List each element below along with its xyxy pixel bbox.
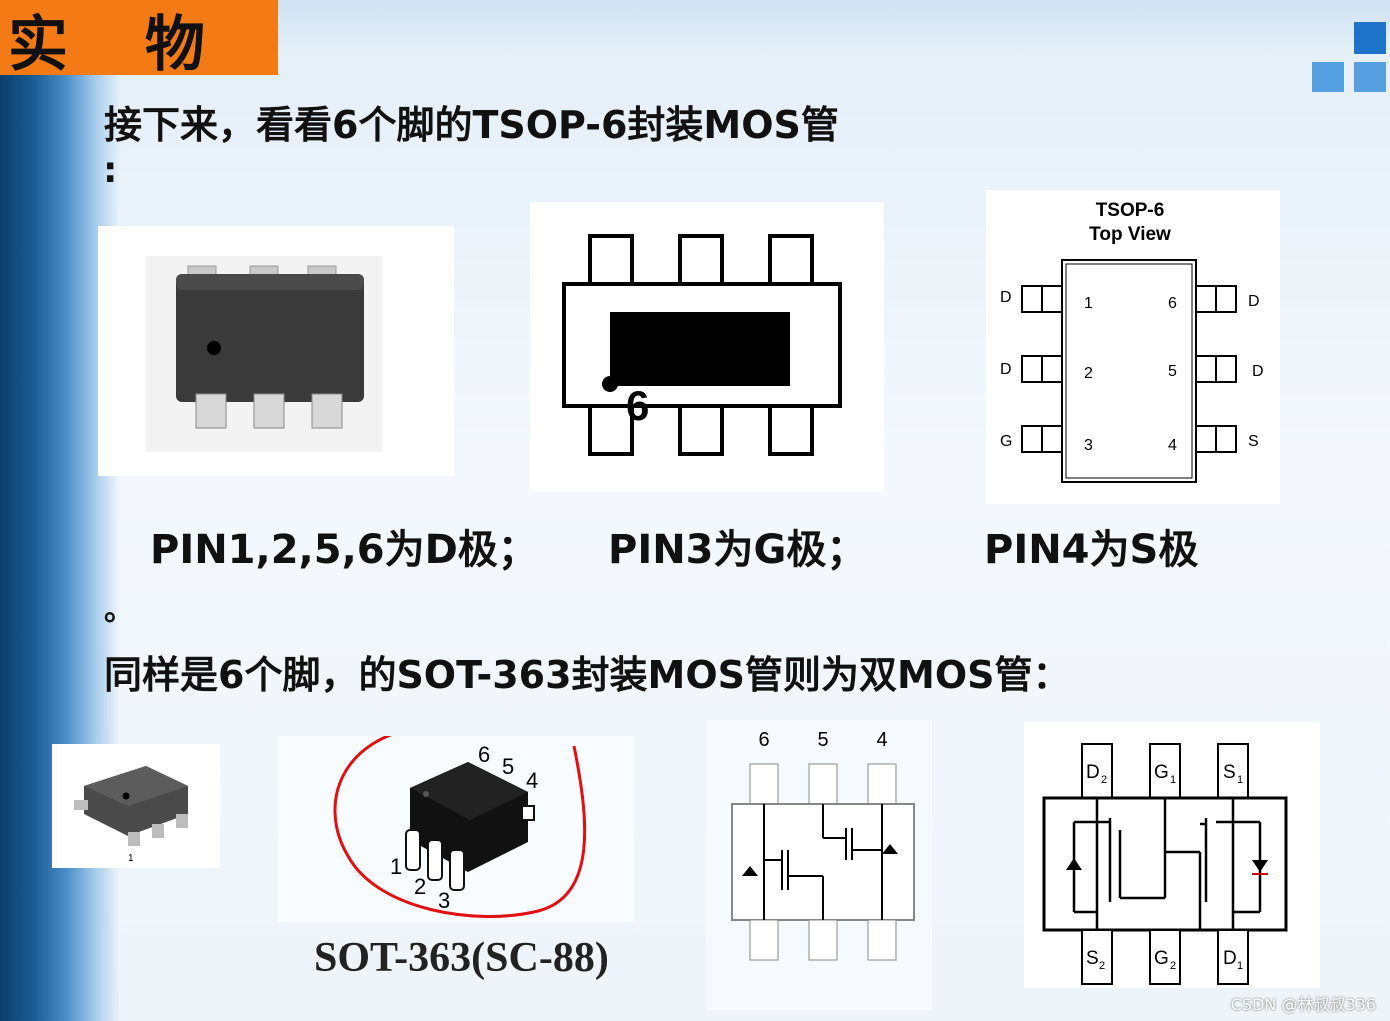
- pin-subscript: 2: [1101, 774, 1107, 786]
- pin-role-label: S: [1248, 433, 1259, 450]
- pin-role-label: G: [1000, 433, 1012, 450]
- pin-number-label: 5: [1168, 363, 1177, 380]
- pin-number-label: 6: [478, 742, 490, 767]
- slide-title-box: 实 物: [0, 0, 278, 80]
- tsop6-photo: [98, 226, 454, 476]
- heading-colon: :: [103, 150, 118, 191]
- pin-number-label: 4: [1168, 437, 1177, 454]
- caption-source-pin: PIN4为S极: [984, 527, 1199, 573]
- pin-role-label: D: [1000, 289, 1012, 306]
- pin-role-label: S: [1223, 762, 1236, 783]
- pin-number-label: 6: [1168, 295, 1177, 312]
- slide-title: 实 物: [8, 10, 233, 80]
- dual-mos-schematic-2: D 2 G 1 S 1 S 2 G 2 D 1: [1024, 722, 1320, 988]
- heading-sot363: 同样是6个脚，的SOT-363封装MOS管则为双MOS管：: [104, 653, 1071, 697]
- heading-tsop6: 接下来，看看6个脚的TSOP-6封装MOS管: [104, 103, 839, 147]
- pin-number-label: 6: [758, 729, 769, 751]
- sot363-small-photo: 1: [52, 744, 220, 868]
- pin-number-label: 5: [502, 754, 514, 779]
- tsop6-outline-drawing: 6: [530, 202, 884, 492]
- pin-number-label: 1: [1084, 295, 1093, 312]
- pin-role-label: D: [1248, 293, 1260, 310]
- decor-square: [1354, 62, 1386, 92]
- pin-role-label: S: [1086, 948, 1099, 969]
- header-band: [278, 0, 1390, 92]
- pin-role-label: D: [1223, 948, 1237, 969]
- pin-subscript: 1: [1237, 774, 1243, 786]
- pin-number-label: 2: [414, 874, 426, 899]
- pin-marker-label: 6: [626, 382, 649, 429]
- pin-subscript: 1: [1237, 960, 1243, 972]
- pin-subscript: 2: [1099, 960, 1105, 972]
- pin1-label: 1: [128, 853, 134, 864]
- tsop6-topview-diagram: TSOP-6 Top View D D G 1 2 3 6 5 4 D D S: [986, 190, 1280, 504]
- pin-subscript: 1: [1170, 774, 1176, 786]
- decor-square: [1354, 22, 1386, 54]
- pin-number-label: 3: [438, 888, 450, 913]
- pin-number-label: 2: [1084, 365, 1093, 382]
- pin-number-label: 4: [526, 768, 538, 793]
- topview-subtitle: Top View: [1089, 224, 1171, 245]
- pin-role-label: D: [1000, 361, 1012, 378]
- sot363-photo: 6 5 4 1 2 3: [278, 724, 634, 922]
- caption-drain-pins: PIN1,2,5,6为D极；: [150, 527, 538, 573]
- caption-gate-pin: PIN3为G极；: [608, 527, 867, 573]
- left-decor-bar: [0, 75, 120, 1021]
- pin-role-label: G: [1154, 948, 1169, 969]
- pin-subscript: 2: [1170, 960, 1176, 972]
- sot363-label: SOT-363(SC-88): [314, 935, 609, 981]
- topview-title: TSOP-6: [1096, 200, 1165, 221]
- pin-number-label: 3: [1084, 437, 1093, 454]
- watermark: CSDN @林叔叔336: [1230, 995, 1376, 1014]
- pin-role-label: D: [1086, 762, 1100, 783]
- pin-role-label: G: [1154, 762, 1169, 783]
- dual-mos-schematic: 6 5 4: [706, 720, 932, 1010]
- bullet-mark: 。: [104, 593, 134, 628]
- pin-role-label: D: [1252, 363, 1264, 380]
- decor-square: [1312, 62, 1344, 92]
- pin-number-label: 5: [817, 729, 828, 751]
- pin-number-label: 1: [390, 854, 402, 879]
- pin-number-label: 4: [876, 729, 887, 751]
